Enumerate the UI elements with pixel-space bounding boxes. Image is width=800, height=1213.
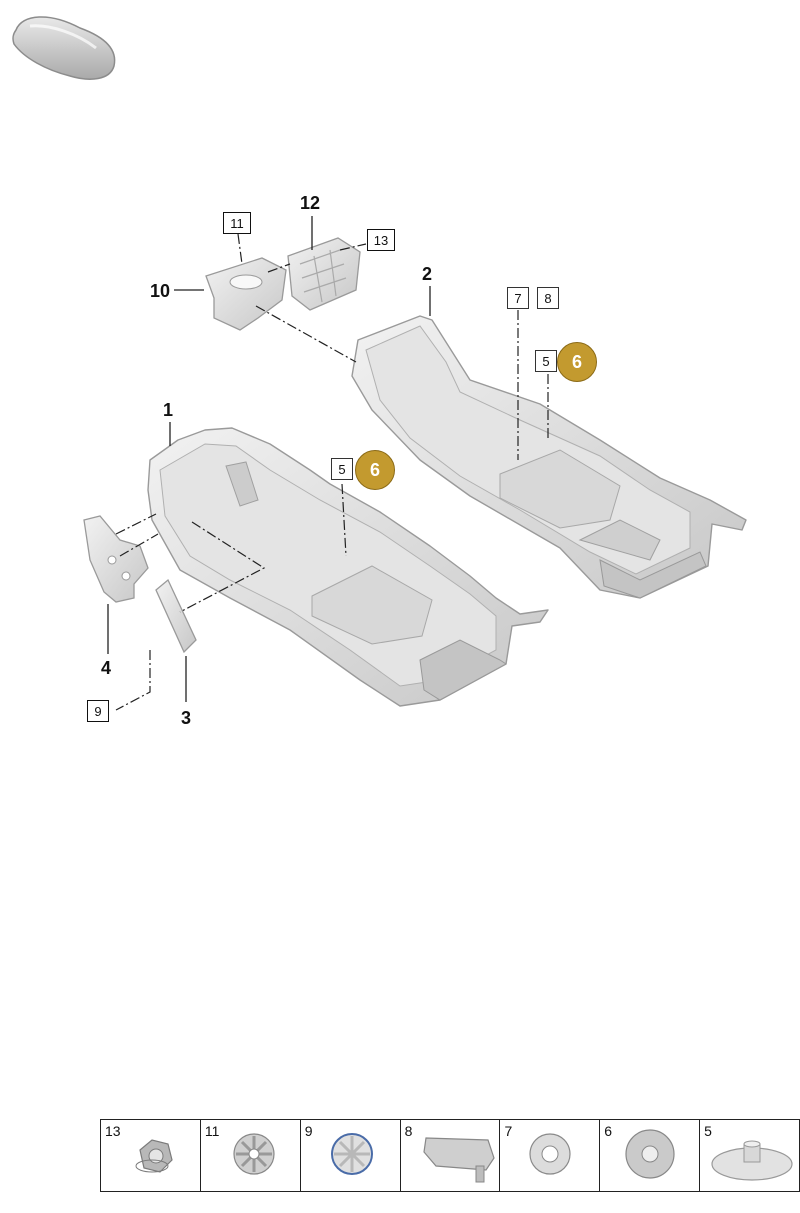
strip-number: 5 — [704, 1123, 712, 1139]
callout-6-front-badge: 6 — [355, 450, 395, 490]
strip-number: 13 — [105, 1123, 121, 1139]
pad-icon — [287, 237, 361, 311]
strip-cell-11: 11 — [201, 1120, 301, 1191]
strip-icon-washer-5 — [711, 1140, 793, 1181]
strip-icon-clip-11 — [233, 1133, 275, 1175]
wedge-pad-icon — [155, 578, 197, 654]
strip-icon-nut — [135, 1139, 173, 1173]
callout-4: 4 — [101, 658, 112, 678]
strip-icon-push-nut — [529, 1133, 571, 1175]
callout-3: 3 — [181, 708, 192, 728]
parts-strip: 13 11 9 8 7 6 5 — [100, 1119, 800, 1192]
callout-9: 9 — [87, 700, 109, 722]
strip-cell-13: 13 — [101, 1120, 201, 1191]
strip-cell-7: 7 — [500, 1120, 601, 1191]
strip-number: 6 — [604, 1123, 613, 1139]
callout-10: 10 — [150, 281, 171, 301]
strip-cell-8: 8 — [401, 1120, 501, 1191]
callout-8: 8 — [537, 287, 559, 309]
callout-13: 13 — [367, 229, 395, 251]
strip-icon-clip-9 — [331, 1133, 373, 1175]
strip-cell-9: 9 — [301, 1120, 401, 1191]
floor-insulation-front-icon — [147, 427, 549, 707]
leader-lines — [115, 233, 549, 711]
callout-6-rear-badge: 6 — [557, 342, 597, 382]
callout-7: 7 — [507, 287, 529, 309]
car-silhouette-icon — [12, 16, 116, 80]
strip-icon-washer-6 — [625, 1129, 675, 1179]
side-bracket-icon — [83, 515, 149, 603]
strip-number: 8 — [404, 1123, 413, 1139]
bracket-icon — [205, 257, 287, 331]
strip-number: 7 — [504, 1123, 513, 1139]
callout-5-front: 5 — [331, 458, 353, 480]
strip-icon-plug — [423, 1137, 495, 1183]
callout-11: 11 — [223, 212, 251, 234]
callout-5-rear: 5 — [535, 350, 557, 372]
strip-number: 9 — [304, 1123, 313, 1139]
callout-12: 12 — [300, 193, 321, 213]
strip-cell-6: 6 — [600, 1120, 701, 1191]
strip-cell-5: 5 — [700, 1120, 799, 1191]
solid-leaders — [107, 216, 431, 702]
strip-number: 11 — [204, 1123, 220, 1139]
callout-2: 2 — [422, 264, 433, 284]
floor-insulation-rear-icon — [351, 315, 747, 599]
callout-1: 1 — [163, 400, 174, 420]
